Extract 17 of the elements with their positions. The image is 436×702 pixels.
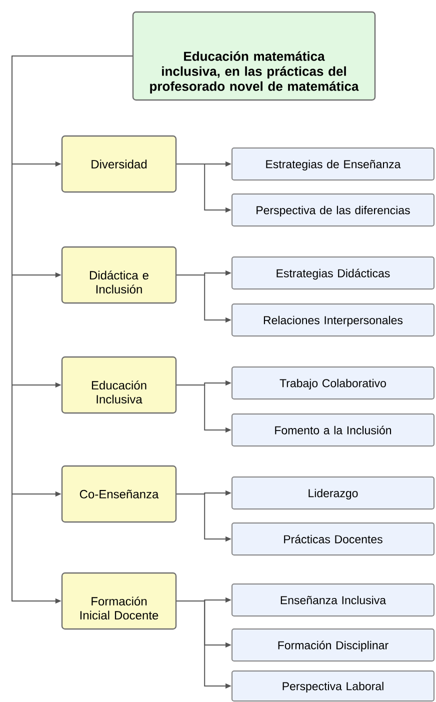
subcategory-box: Prácticas Docentes [232, 522, 434, 556]
subcategory-box: Liderazgo [232, 476, 434, 510]
category-box: Diversidad [61, 135, 177, 193]
subcategory-box: Estrategias de Enseñanza [232, 148, 434, 180]
root-box: Educación matemática inclusiva, en las prácticas del profesorado novel de matemática [132, 11, 376, 101]
category-box: Educación Inclusiva [61, 356, 177, 414]
subcategory-box: Fomento a la Inclusión [232, 414, 434, 446]
subcategory-box: Enseñanza Inclusiva [232, 584, 434, 616]
subcategory-box: Estrategias Didácticas [232, 256, 434, 290]
subcategory-box: Trabajo Colaborativo [232, 366, 434, 400]
subcategory-box: Perspectiva Laboral [232, 670, 434, 702]
category-box: Co-Enseñanza [61, 465, 177, 523]
subcategory-box: Perspectiva de las diferencias [232, 194, 434, 226]
subcategory-box: Relaciones Interpersonales [232, 304, 434, 336]
subcategory-box: Formación Disciplinar [232, 628, 434, 662]
category-box: Formación Inicial Docente [61, 572, 177, 630]
category-box: Didáctica e Inclusión [61, 246, 177, 304]
